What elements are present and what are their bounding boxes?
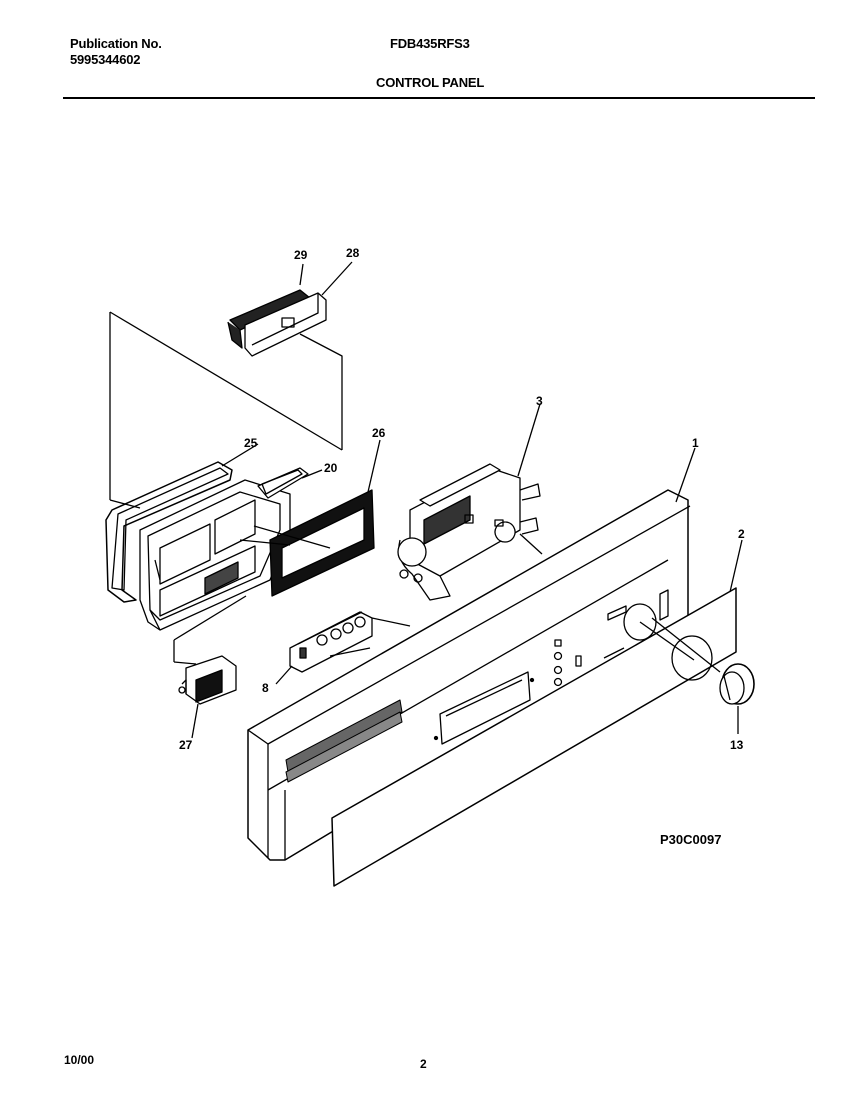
part-13-knob bbox=[719, 663, 755, 705]
callout-29: 29 bbox=[294, 248, 308, 262]
part-8-circuit-board bbox=[289, 611, 373, 673]
callout-27: 27 bbox=[179, 738, 193, 752]
footer-page-number: 2 bbox=[420, 1057, 427, 1071]
footer-date: 10/00 bbox=[64, 1053, 95, 1067]
diagram-code: P30C0097 bbox=[660, 832, 722, 847]
callout-1: 1 bbox=[692, 436, 699, 450]
callout-2: 2 bbox=[738, 527, 745, 541]
console-housing bbox=[139, 479, 291, 631]
callout-13: 13 bbox=[730, 738, 744, 752]
publication-label: Publication No. bbox=[70, 36, 162, 51]
callout-28: 28 bbox=[346, 246, 360, 260]
part-3-timer bbox=[397, 463, 541, 601]
part-27-switch bbox=[178, 655, 237, 705]
part-28-lens-assembly bbox=[227, 289, 327, 357]
publication-number: 5995344602 bbox=[70, 52, 141, 67]
callout-25: 25 bbox=[244, 436, 258, 450]
part-1-control-panel bbox=[247, 489, 691, 861]
section-title: CONTROL PANEL bbox=[376, 75, 485, 90]
callout-3: 3 bbox=[536, 394, 543, 408]
callout-8: 8 bbox=[262, 681, 269, 695]
model-number: FDB435RFS3 bbox=[390, 36, 470, 51]
header-divider bbox=[63, 97, 815, 99]
callout-26: 26 bbox=[372, 426, 386, 440]
callout-20: 20 bbox=[324, 461, 338, 475]
